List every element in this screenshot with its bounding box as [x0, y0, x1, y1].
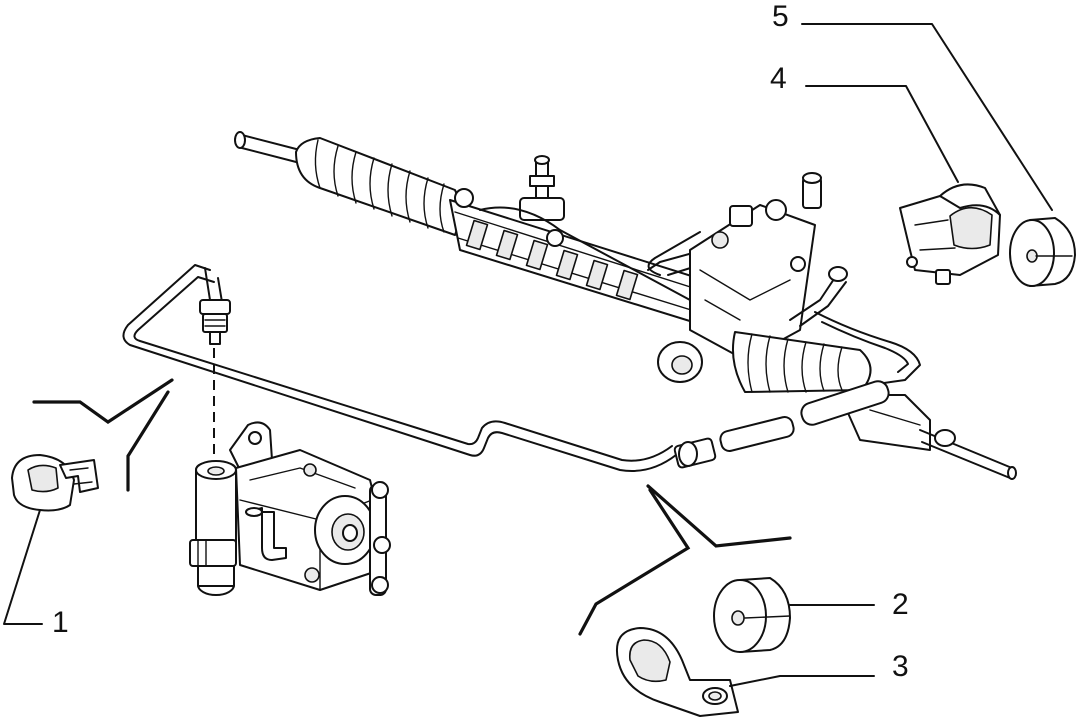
callout-1: 1: [52, 606, 69, 639]
part-5-rubber-bushing: [1009, 217, 1076, 287]
power-steering-pump: [189, 421, 391, 596]
part-3-p-clamp: [616, 627, 739, 717]
callout-2: 2: [892, 588, 909, 621]
part-2-rubber-bushing: [713, 577, 791, 653]
left-bellows: [295, 137, 461, 236]
part-1-pipe-clip: [11, 454, 99, 512]
callout-3: 3: [892, 650, 909, 683]
right-bellows: [732, 331, 872, 393]
pipe-union-fitting: [199, 299, 231, 345]
callout-labels: 1 2 3 4 5: [52, 0, 909, 683]
steering-rack-assembly: [234, 131, 1017, 480]
pinion-valve-housing: [657, 172, 822, 383]
rack-housing: [449, 155, 749, 336]
hydraulic-pipes: [122, 231, 921, 472]
part-4-rack-mounting-clamp: [899, 183, 1001, 285]
callout-4: 4: [770, 62, 787, 95]
leader-lines: [3, 23, 1053, 687]
callout-5: 5: [772, 0, 789, 33]
